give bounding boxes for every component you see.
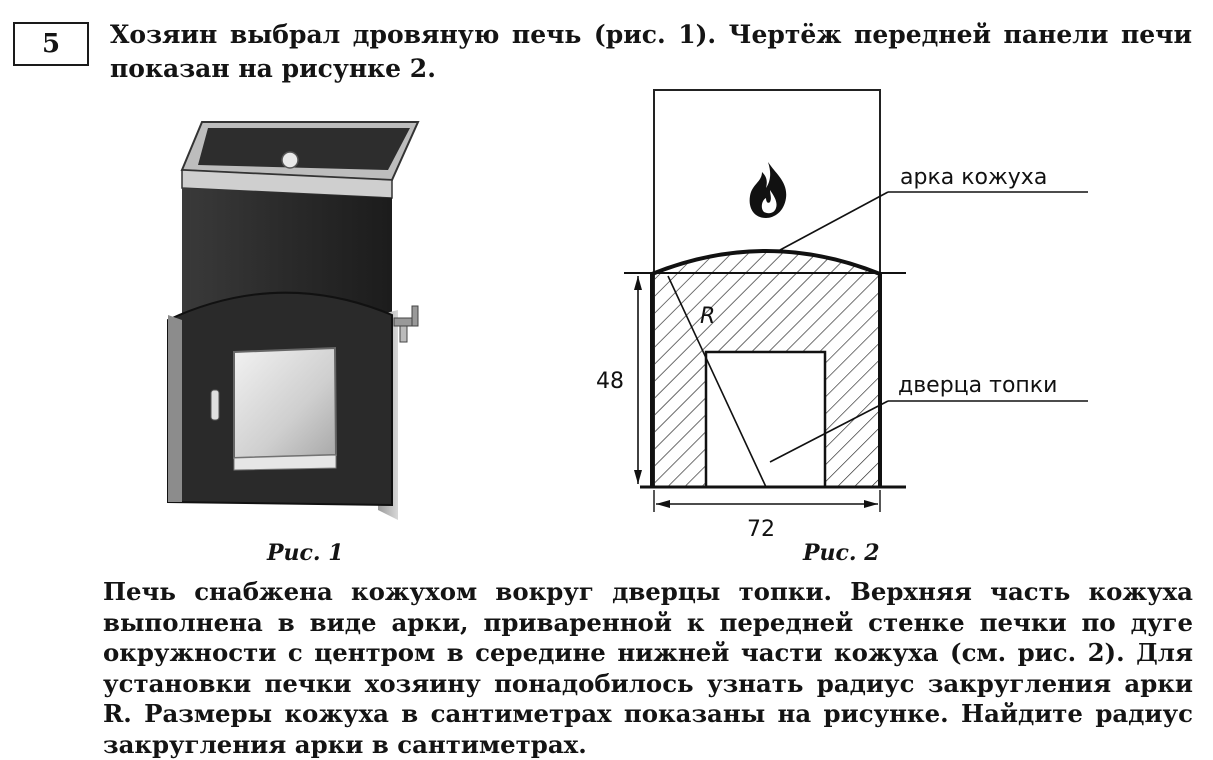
stove-photo	[167, 121, 420, 520]
label-arch: арка кожуха	[900, 165, 1047, 190]
problem-text: Печь снабжена кожухом вокруг дверцы топк…	[103, 577, 1193, 759]
shroud-hatched	[652, 251, 880, 487]
label-radius: R	[700, 304, 715, 329]
dim-height: 48	[596, 369, 624, 394]
label-door: дверца топки	[898, 373, 1057, 398]
radius-line	[667, 275, 767, 488]
door-leader	[769, 400, 889, 463]
flame-icon	[749, 162, 787, 218]
intro-text: Хозяин выбрал дровяную печь (рис. 1). Че…	[110, 20, 1192, 83]
arch-leader	[779, 191, 889, 251]
firebox-door	[704, 350, 827, 489]
dim-width: 72	[747, 517, 775, 542]
task-number: 5	[13, 22, 89, 66]
figure1-caption: Рис. 1	[267, 540, 344, 566]
front-panel-outline	[653, 89, 881, 488]
figure2-caption: Рис. 2	[803, 540, 880, 566]
